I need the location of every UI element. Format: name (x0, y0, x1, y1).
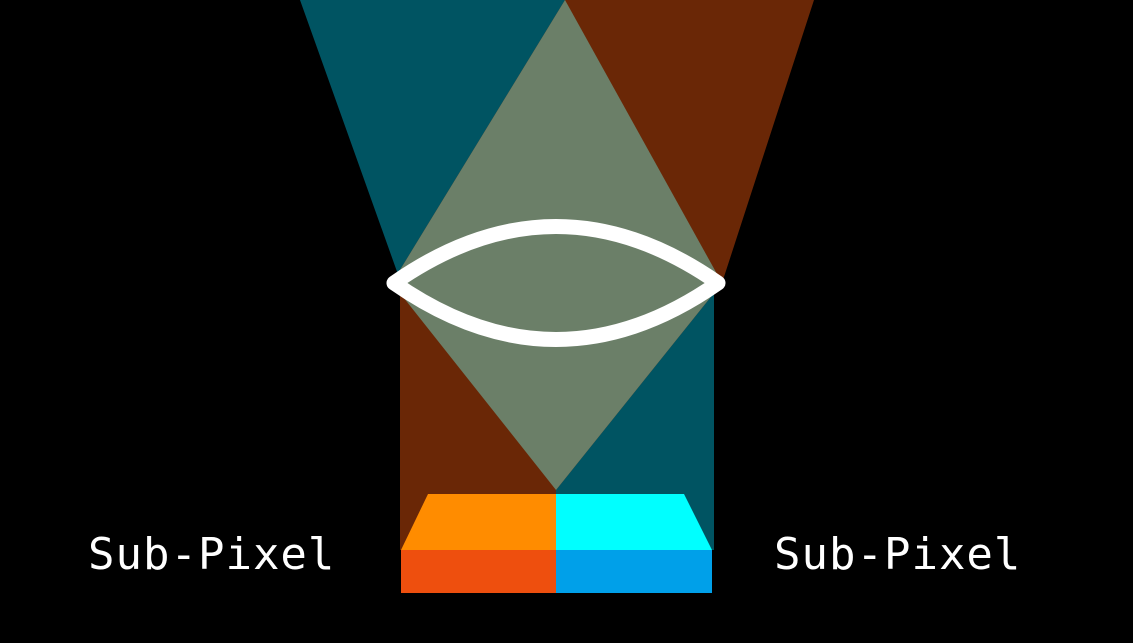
sub-pixel-label-right: Sub-Pixel (774, 529, 1022, 580)
sub-pixel-label-left: Sub-Pixel (88, 529, 336, 580)
lens-outline (386, 219, 726, 347)
orange-subpixel-front (401, 550, 556, 593)
cyan-subpixel-top (556, 494, 712, 550)
orange-subpixel-top (401, 494, 556, 550)
cyan-subpixel-front (556, 550, 712, 593)
overlap-diamond (392, 0, 722, 490)
